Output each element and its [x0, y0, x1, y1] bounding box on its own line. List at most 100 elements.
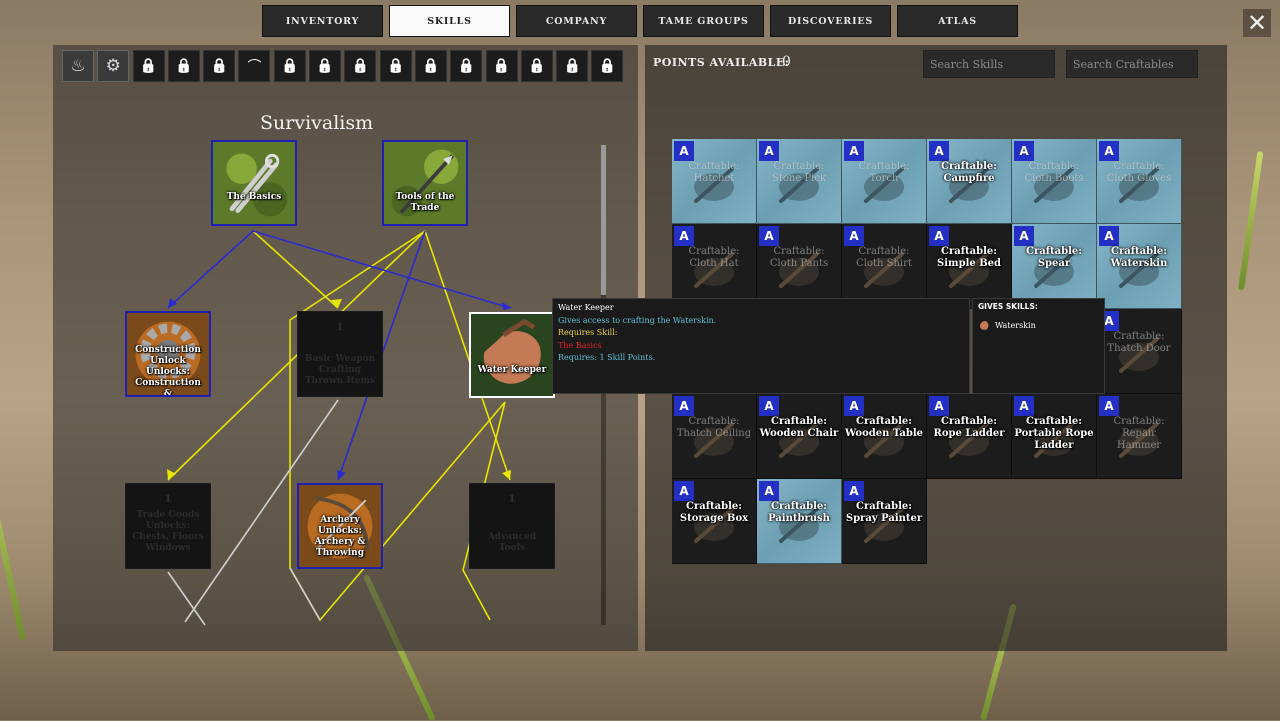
skill-node-label: Basic Weapon Crafting Thrown Items	[304, 354, 376, 386]
tab-skills[interactable]: Skills	[389, 5, 510, 37]
skill-category-lock-icon[interactable]: 🔒	[520, 50, 553, 82]
skill-category-lock-icon[interactable]: 🔒	[309, 50, 342, 82]
skill-node-tools-of-the-trade[interactable]: Tools of the Trade	[382, 140, 468, 226]
skill-category-campfire-icon[interactable]: ♨	[62, 50, 94, 82]
spray-icon	[864, 507, 904, 543]
craftable-label: Craftable: Torch	[858, 161, 910, 184]
spear-icon	[1034, 252, 1074, 288]
tab-discoveries[interactable]: Discoveries	[770, 5, 891, 37]
lock-icon: 🔒	[351, 58, 370, 74]
blueprint-badge-icon: A	[674, 141, 694, 161]
craftable-label: Craftable: Portable Rope Ladder	[1014, 416, 1094, 451]
craftable-label: Craftable: Cloth Hat	[688, 246, 740, 269]
skill-node-locked-weapon-crafting[interactable]: 1 Basic Weapon Crafting Thrown Items	[297, 311, 383, 397]
connection-line	[167, 230, 254, 309]
lock-icon: 🔒	[528, 58, 546, 74]
tab-tame-groups[interactable]: Tame Groups	[643, 5, 764, 37]
search-craftables-input[interactable]	[1066, 50, 1198, 78]
skill-node-locked-advanced-tools[interactable]: 1 Advanced Tools	[469, 483, 555, 569]
skill-node-archery[interactable]: Archery Unlocks: Archery & Throwing	[297, 483, 383, 569]
skill-node-water-keeper[interactable]: Water Keeper	[469, 312, 555, 398]
arrowhead	[502, 302, 512, 310]
skill-category-lock-icon[interactable]: 🔒	[414, 50, 447, 82]
craftable-label: Craftable: Cloth Gloves	[1106, 161, 1172, 184]
skill-node-label: Archery Unlocks: Archery & Throwing	[314, 515, 366, 558]
paintbrush-icon	[779, 507, 819, 543]
skill-node-label: Tools of the Trade	[395, 192, 455, 213]
skill-category-lock-icon[interactable]: 🔒	[485, 50, 518, 82]
skill-category-lock-icon[interactable]: 🔒	[591, 50, 624, 82]
skill-category-lock-icon[interactable]: 🔒	[344, 50, 377, 82]
connection-line	[289, 567, 321, 621]
skill-category-lock-icon[interactable]: 🔒	[379, 50, 412, 82]
skill-tree-connections	[167, 230, 512, 626]
skill-node-cost: 1	[164, 494, 172, 505]
skill-category-bow-icon[interactable]: ⌒	[238, 50, 271, 82]
skill-category-lock-icon[interactable]: 🔒	[450, 50, 483, 82]
search-skills-input[interactable]	[923, 50, 1055, 78]
lock-icon: 🔒	[281, 58, 299, 74]
ceiling-icon	[694, 422, 734, 458]
skill-node-construction-unlock[interactable]: Construction Unlock Unlocks: Constructio…	[125, 311, 211, 397]
lock-icon: 🔒	[422, 58, 440, 74]
skill-tooltip: Water Keeper Gives access to crafting th…	[552, 298, 970, 394]
skill-category-lock-icon[interactable]: 🔒	[556, 50, 589, 82]
gives-skills-title: GIVES SKILLS:	[978, 302, 1038, 311]
close-icon[interactable]: ✕	[1243, 9, 1271, 37]
skill-node-locked-trade-goods[interactable]: 1 Trade Goods Unlocks: Chests, Floors Wi…	[125, 483, 211, 569]
skill-category-gear-skill-icon[interactable]: ⚙	[97, 50, 130, 82]
skill-category-lock-icon[interactable]: 🔒	[203, 50, 236, 82]
craftable-label: Craftable: Cloth Shirt	[856, 246, 912, 269]
tab-atlas[interactable]: Atlas	[897, 5, 1018, 37]
skill-tree-scrollbar-thumb[interactable]	[601, 145, 606, 295]
skill-tree-title: Survivalism	[260, 112, 374, 134]
tab-company[interactable]: Company	[516, 5, 637, 37]
blueprint-badge-icon: A	[1099, 141, 1119, 161]
shirt-icon	[864, 252, 904, 288]
blueprint-badge-icon: A	[929, 226, 949, 246]
skill-category-lock-icon[interactable]: 🔒	[167, 50, 200, 82]
skill-node-label: Construction Unlock Unlocks: Constructio…	[135, 345, 201, 397]
skill-node-label: Trade Goods Unlocks: Chests, Floors Wind…	[132, 510, 204, 553]
craftable-label: Craftable: Campfire	[941, 161, 997, 184]
skill-category-lock-icon[interactable]: 🔒	[273, 50, 306, 82]
torch-icon	[864, 167, 904, 203]
pants-icon	[779, 252, 819, 288]
tooltip-description: Gives access to crafting the Waterskin.	[558, 315, 717, 325]
blueprint-badge-icon: A	[844, 141, 864, 161]
craftable-label: Craftable: Cloth Boots	[1024, 161, 1084, 184]
skill-node-the-basics[interactable]: The Basics	[211, 140, 297, 226]
tab-inventory[interactable]: Inventory	[262, 5, 383, 37]
lock-icon: 🔒	[563, 58, 581, 74]
hammer-icon	[1119, 422, 1159, 458]
craftable-label: Craftable: Wooden Chair	[759, 416, 839, 439]
arrowhead	[168, 298, 177, 308]
waterskin-icon	[1119, 252, 1159, 288]
points-available-value: 0	[782, 54, 791, 70]
blueprint-badge-icon: A	[844, 226, 864, 246]
skill-category-lock-icon[interactable]: 🔒	[132, 50, 165, 82]
craftable-label: Craftable: Paintbrush	[768, 501, 830, 524]
